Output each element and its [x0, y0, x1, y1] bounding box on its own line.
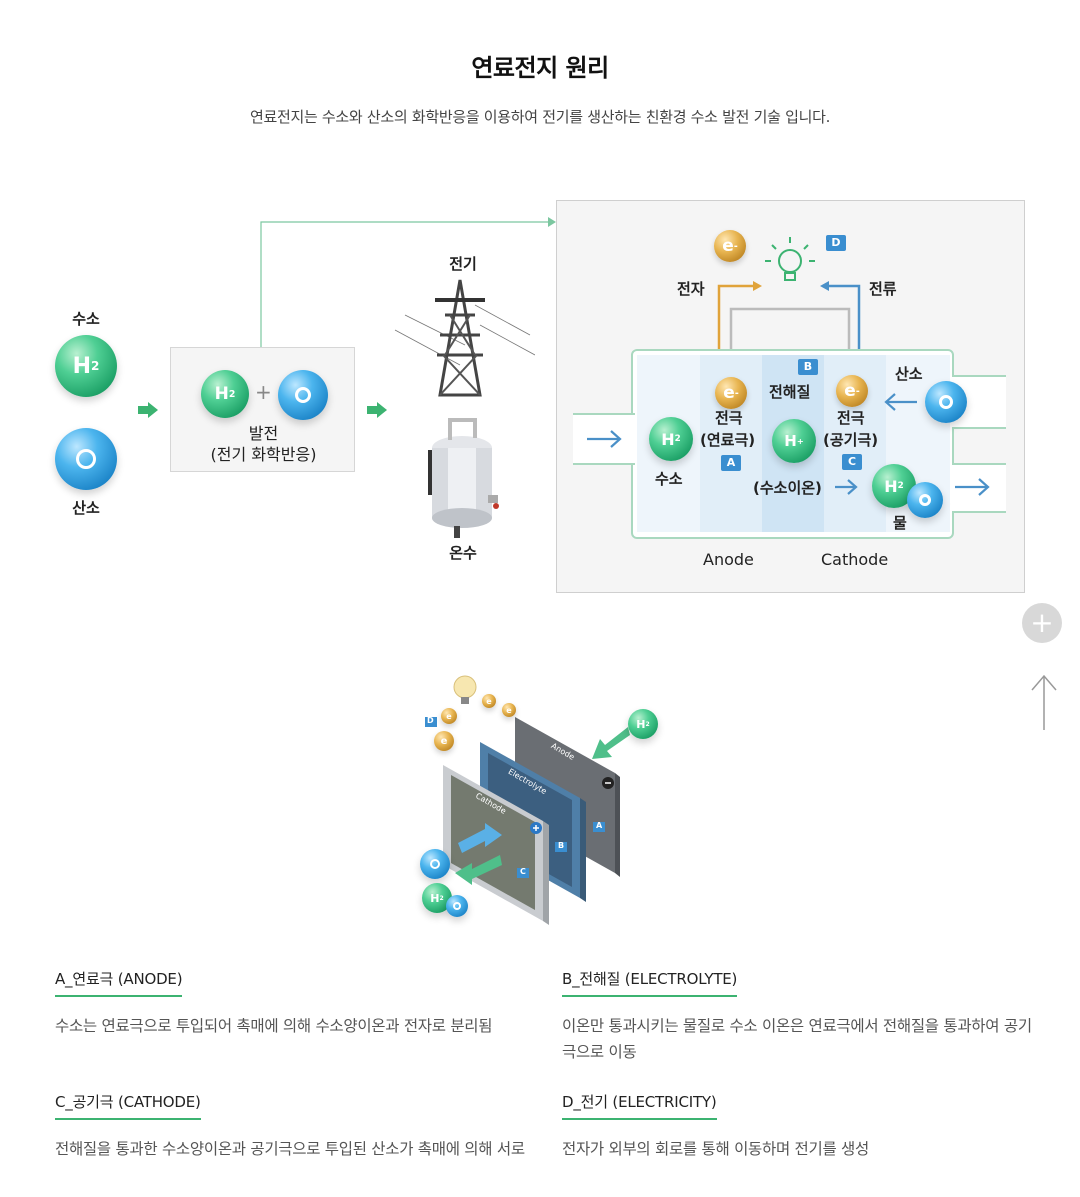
flow-connector-line	[260, 217, 556, 347]
description-electricity: D_전기 (ELECTRICITY) 전자가 외부의 회로를 통해 이동하며 전…	[562, 1091, 1032, 1162]
electron-icon: e-	[836, 375, 868, 407]
e-symbol: e	[440, 735, 448, 747]
e-symbol: e	[446, 711, 452, 721]
hot-water-label: 온수	[449, 544, 477, 562]
description-title: D_전기 (ELECTRICITY)	[562, 1091, 717, 1120]
fuel-cell-panel: e- D 전자 전류	[556, 200, 1025, 593]
badge-b: B	[798, 359, 818, 375]
oxygen-molecule-icon	[420, 849, 450, 879]
arrow-right-icon	[367, 402, 389, 418]
description-text: 이온만 통과시키는 물질로 수소 이온은 연료극에서 전해질을 통과하여 공기극…	[562, 1017, 1032, 1061]
badge-c: C	[842, 454, 862, 470]
subscript-2: 2	[674, 434, 681, 444]
minus-superscript: -	[733, 240, 738, 252]
description-electrolyte: B_전해질 (ELECTROLYTE) 이온만 통과시키는 물질로 수소 이온은…	[562, 968, 1032, 1065]
e-symbol: e	[723, 383, 735, 403]
arrow-right-icon	[138, 402, 160, 418]
generation-label: 발전	[248, 424, 279, 443]
stack-badge-b: B	[558, 841, 565, 850]
electron-icon: e-	[715, 377, 747, 409]
cathode-electrode-sublabel: (공기극)	[823, 431, 879, 449]
page-subtitle: 연료전지는 수소와 산소의 화학반응을 이용하여 전기를 생산하는 친환경 수소…	[249, 108, 831, 126]
hydrogen-ion-label: (수소이온)	[753, 479, 822, 497]
description-title: B_전해질 (ELECTROLYTE)	[562, 968, 737, 997]
description-text: 수소는 연료극으로 투입되어 촉매에 의해 수소양이온과 전자로 분리됨	[55, 1017, 493, 1035]
subscript-2: 2	[228, 388, 236, 400]
description-text: 전해질을 통과한 수소양이온과 공기극으로 투입된 산소가 촉매에 의해 서로 …	[55, 1140, 525, 1158]
h-symbol: H	[430, 891, 440, 905]
minus-superscript: -	[734, 387, 739, 399]
electron-icon: e-	[714, 230, 746, 262]
flow-arrows	[587, 393, 990, 496]
subscript-2: 2	[645, 720, 650, 728]
oxygen-molecule-icon	[278, 370, 328, 420]
oxygen-molecule-icon	[446, 895, 468, 917]
oxygen-molecule-icon	[925, 381, 967, 423]
plus-superscript: +	[796, 436, 804, 446]
power-tower-icon	[394, 279, 535, 397]
minus-superscript: -	[855, 385, 860, 397]
anode-electrode-sublabel: (연료극)	[700, 431, 756, 449]
lightbulb-icon	[765, 237, 815, 281]
oxygen-molecule-icon	[907, 482, 943, 518]
hot-water-tank-icon	[428, 418, 499, 538]
stack-plates	[425, 675, 630, 925]
current-label: 전류	[869, 280, 897, 298]
input-oxygen-label: 산소	[72, 499, 100, 517]
hydrogen-ion-icon: H+	[772, 419, 816, 463]
e-symbol: e	[506, 705, 512, 715]
electron-icon: e	[502, 703, 516, 717]
hydrogen-label: 수소	[655, 470, 683, 488]
fuel-cell-stack-illustration: Anode Electrolyte Cathode D A B C e e e …	[410, 665, 670, 930]
scroll-top-button[interactable]	[1028, 672, 1060, 732]
e-symbol: e	[486, 696, 492, 706]
plus-operator: +	[255, 380, 272, 404]
description-text: 전자가 외부의 회로를 통해 이동하며 전기를 생성	[562, 1140, 869, 1158]
description-cathode: C_공기극 (CATHODE) 전해질을 통과한 수소양이온과 공기극으로 투입…	[55, 1091, 525, 1163]
stack-badge-d: D	[427, 716, 434, 725]
subscript-2: 2	[91, 359, 100, 373]
stack-badge-a: A	[596, 821, 603, 830]
h-symbol: H	[661, 429, 675, 449]
generation-sublabel: (전기 화학반응)	[210, 445, 317, 464]
description-title: C_공기극 (CATHODE)	[55, 1091, 201, 1120]
subscript-2: 2	[439, 894, 444, 902]
oxygen-molecule-icon	[55, 428, 117, 490]
badge-a: A	[721, 455, 741, 471]
anode-electrode-label: 전극	[715, 409, 743, 427]
cathode-label: Cathode	[821, 550, 889, 569]
electron-icon: e	[441, 708, 457, 724]
page-title: 연료전지 원리	[471, 54, 609, 82]
e-symbol: e	[844, 381, 856, 401]
subscript-2: 2	[897, 481, 904, 491]
cathode-electrode-label: 전극	[837, 409, 865, 427]
stack-badge-c: C	[520, 867, 526, 876]
h-symbol: H	[72, 353, 91, 379]
electricity-label: 전기	[449, 255, 477, 273]
badge-d: D	[826, 235, 846, 251]
h-symbol: H	[214, 384, 229, 404]
h-symbol: H	[784, 432, 797, 450]
oxygen-label: 산소	[895, 365, 923, 383]
plus-icon: +	[1030, 606, 1054, 639]
expand-button[interactable]: +	[1022, 603, 1062, 643]
input-hydrogen-label: 수소	[72, 310, 100, 328]
h-symbol: H	[884, 476, 898, 496]
electrolyte-label: 전해질	[769, 383, 811, 401]
electron-icon: e	[482, 694, 496, 708]
description-title: A_연료극 (ANODE)	[55, 968, 183, 997]
e-symbol: e	[722, 236, 734, 256]
water-label: 물	[893, 514, 907, 532]
description-anode: A_연료극 (ANODE) 수소는 연료극으로 투입되어 촉매에 의해 수소양이…	[55, 968, 525, 1039]
electron-label: 전자	[677, 280, 705, 298]
electron-icon: e	[434, 731, 454, 751]
anode-label: Anode	[703, 550, 754, 569]
h-symbol: H	[636, 717, 646, 731]
